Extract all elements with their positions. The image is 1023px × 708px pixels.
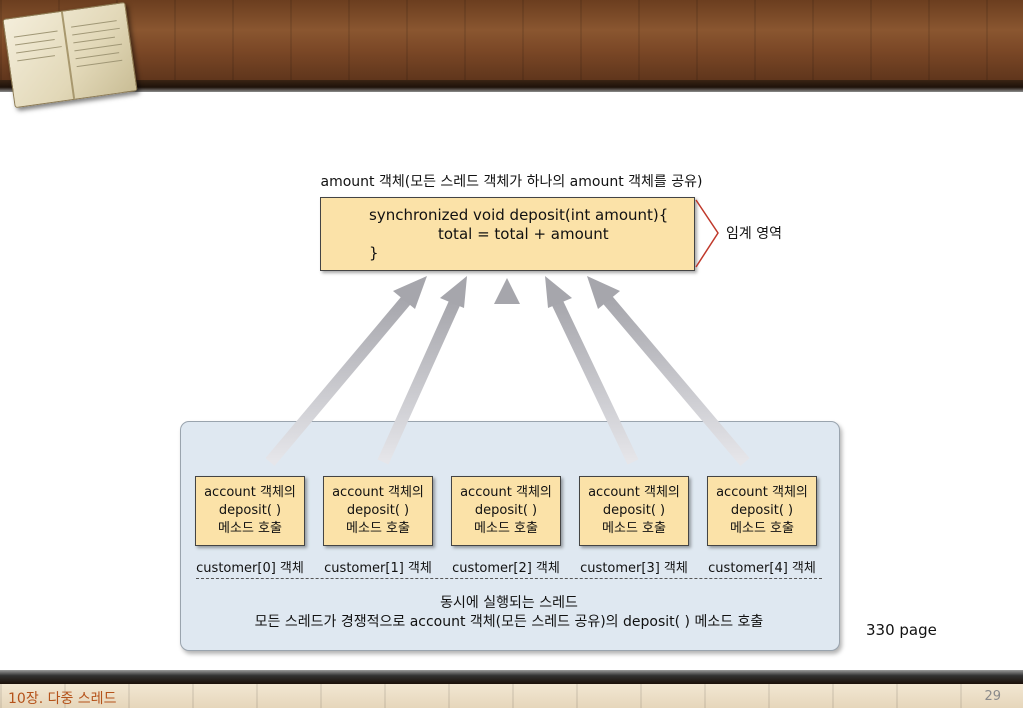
customer-0-box: account 객체의 deposit( ) 메소드 호출: [195, 476, 305, 546]
header-shelf: [0, 80, 1023, 92]
dashed-separator: [196, 578, 822, 579]
customer-3-label: customer[3] 객체: [580, 561, 688, 576]
customer-0-label: customer[0] 객체: [196, 561, 304, 576]
customer-1-label: customer[1] 객체: [324, 561, 432, 576]
page-number: 29: [984, 689, 1001, 704]
critical-section-brace: [695, 199, 719, 268]
customer-1-box: account 객체의 deposit( ) 메소드 호출: [323, 476, 433, 546]
header-wood-banner: [0, 0, 1023, 86]
customer-4-box: account 객체의 deposit( ) 메소드 호출: [707, 476, 817, 546]
arrow-customer-2: [494, 278, 520, 466]
footer-shelf: [0, 670, 1023, 684]
code-line-body: total = total + amount: [438, 225, 609, 243]
arrow-customer-3: [545, 276, 639, 465]
synchronized-method-box: synchronized void deposit(int amount){ t…: [320, 197, 695, 271]
code-line-close: }: [369, 244, 379, 262]
page-reference: 330 page: [866, 621, 937, 639]
critical-section-label: 임계 영역: [726, 226, 782, 242]
customer-4-label: customer[4] 객체: [708, 561, 816, 576]
customer-2-label: customer[2] 객체: [452, 561, 560, 576]
footer-bar: [0, 684, 1023, 708]
customer-3-box: account 객체의 deposit( ) 메소드 호출: [579, 476, 689, 546]
panel-text-concurrent: 동시에 실행되는 스레드: [440, 595, 578, 611]
arrow-customer-1: [377, 276, 467, 465]
code-line-signature: synchronized void deposit(int amount){: [369, 206, 669, 224]
arrow-customer-4: [587, 276, 750, 466]
customer-2-box: account 객체의 deposit( ) 메소드 호출: [451, 476, 561, 546]
shared-object-caption: amount 객체(모든 스레드 객체가 하나의 amount 객체를 공유): [320, 174, 703, 190]
arrow-customer-0: [265, 276, 427, 466]
chapter-label: 10장. 다중 스레드: [8, 691, 117, 707]
panel-text-competition: 모든 스레드가 경쟁적으로 account 객체(모든 스레드 공유)의 dep…: [254, 614, 764, 630]
